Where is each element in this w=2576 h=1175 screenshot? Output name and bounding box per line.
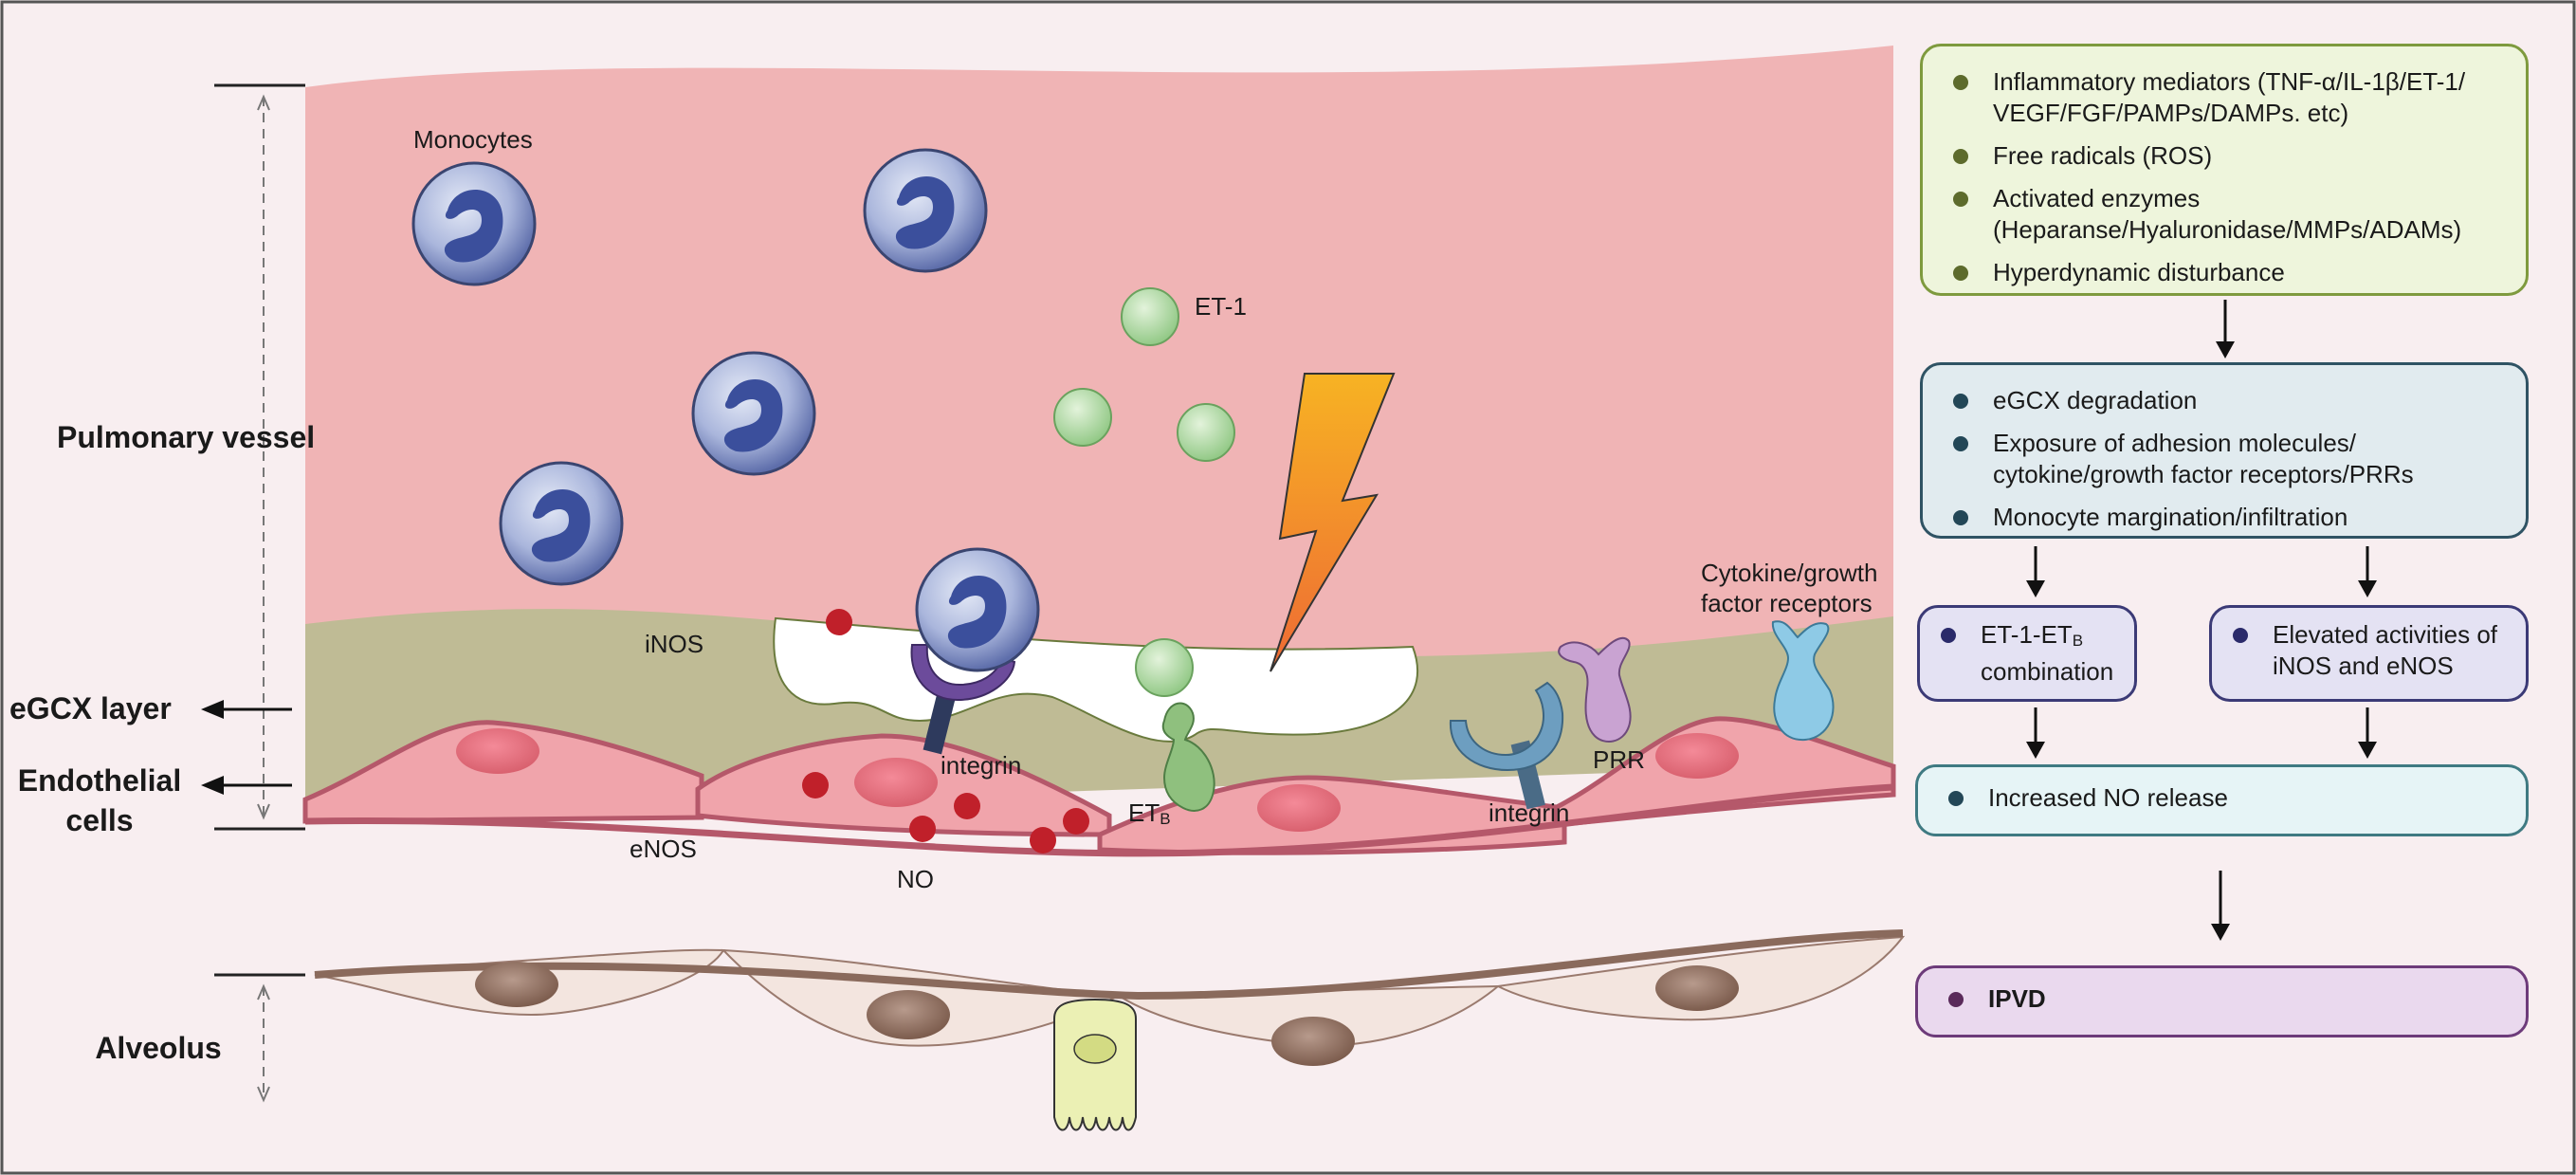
list-item: Inflammatory mediators (TNF-α/IL-1β/ET-1… (1946, 66, 2503, 129)
bullet-icon (1953, 510, 1968, 525)
box-et1-etb: ET-1-ETB combination (1917, 605, 2137, 702)
label-pulmonary-vessel: Pulmonary vessel (57, 420, 316, 454)
box-nos-activity: Elevated activities of iNOS and eNOS (2209, 605, 2529, 702)
endothelial-cells (302, 716, 1896, 857)
cytokine-receptor (1771, 620, 1835, 742)
alveolar-nucleus-4 (1655, 965, 1739, 1011)
integrin-right (1449, 681, 1564, 810)
label-etb: ETB (1128, 799, 1171, 828)
vessel-lumen (305, 46, 1893, 658)
monocyte-adherent (915, 547, 1040, 672)
bullet-icon (1953, 394, 1968, 409)
list-item: Elevated activities of iNOS and eNOS (2225, 619, 2512, 682)
list-item: IPVD (1941, 983, 2503, 1015)
et1-peptide (1177, 403, 1235, 462)
monocyte (863, 148, 988, 273)
arrow-endothelial (201, 776, 292, 795)
flow-arrows (2026, 300, 2377, 941)
label-integrin-right: integrin (1489, 799, 1570, 827)
arrow-egcx (201, 700, 292, 719)
monocyte (691, 351, 816, 476)
alveolar-nucleus-2 (867, 990, 950, 1039)
box-triggers: Inflammatory mediators (TNF-α/IL-1β/ET-1… (1920, 44, 2529, 296)
label-cytokine-receptors: Cytokine/growth factor receptors (1701, 559, 1878, 617)
endothelial-basement (304, 783, 1894, 857)
scale-vessel (214, 83, 305, 831)
label-enos: eNOS (630, 835, 697, 863)
et1-peptide-bound (1135, 638, 1194, 697)
endothelial-nucleus-1 (456, 728, 539, 774)
label-prr: PRR (1593, 745, 1645, 774)
list-item: Activated enzymes (Heparanse/Hyaluronida… (1946, 183, 2503, 246)
label-alveolus: Alveolus (95, 1031, 222, 1065)
label-integrin-left: integrin (941, 751, 1022, 780)
monocyte (411, 161, 537, 286)
list-item: Exposure of adhesion molecules/ cytokine… (1946, 428, 2503, 490)
label-monocytes: Monocytes (413, 125, 533, 154)
bullet-icon (1948, 791, 1964, 806)
alveolar-nucleus-3 (1271, 1017, 1355, 1066)
alveolus-cells (314, 929, 1906, 1131)
list-item: eGCX degradation (1946, 385, 2503, 416)
bullet-icon (1953, 436, 1968, 451)
no-molecule (909, 816, 936, 842)
bullet-icon (1953, 192, 1968, 207)
list-item: Increased NO release (1941, 782, 2503, 814)
list-item: Hyperdynamic disturbance (1946, 257, 2503, 288)
bullet-icon (1941, 628, 1956, 643)
et1-peptide (1121, 287, 1179, 346)
no-molecule (1063, 808, 1089, 835)
label-endothelial-cells: Endothelial cells (17, 763, 182, 837)
no-molecule (954, 793, 980, 819)
box-no-release: Increased NO release (1915, 764, 2529, 836)
monocyte (499, 461, 624, 586)
list-item: Monocyte margination/infiltration (1946, 502, 2503, 533)
label-inos: iNOS (645, 630, 704, 658)
no-molecule (1030, 827, 1056, 854)
alveolar-membrane (314, 929, 1904, 1001)
bullet-icon (1953, 149, 1968, 164)
no-molecule (802, 772, 829, 799)
scale-alveolus (214, 973, 305, 1103)
no-molecule (826, 609, 852, 635)
label-no: NO (897, 865, 934, 893)
box-ipvd: IPVD (1915, 965, 2529, 1037)
bullet-icon (1948, 992, 1964, 1007)
bullet-icon (1953, 75, 1968, 90)
list-item: ET-1-ETB combination (1933, 619, 2121, 688)
endothelial-nucleus-4 (1655, 733, 1739, 779)
label-egcx-layer: eGCX layer (9, 691, 172, 725)
et1-peptide (1053, 388, 1112, 447)
prr-receptor (1558, 636, 1632, 743)
box-degradation: eGCX degradation Exposure of adhesion mo… (1920, 362, 2529, 539)
label-et1: ET-1 (1195, 292, 1247, 321)
endothelial-nucleus-2 (854, 758, 938, 807)
list-item: Free radicals (ROS) (1946, 140, 2503, 172)
no-molecules (802, 609, 1089, 854)
integrin-left (910, 644, 1016, 755)
alveolar-nucleus-1 (475, 962, 558, 1007)
bullet-icon (1953, 266, 1968, 281)
endothelial-nucleus-3 (1257, 784, 1341, 832)
etb-receptor (1161, 702, 1215, 812)
bullet-icon (2233, 628, 2248, 643)
alveolar-type2-cell (1053, 998, 1137, 1131)
lightning-bolt-icon (1270, 373, 1396, 672)
